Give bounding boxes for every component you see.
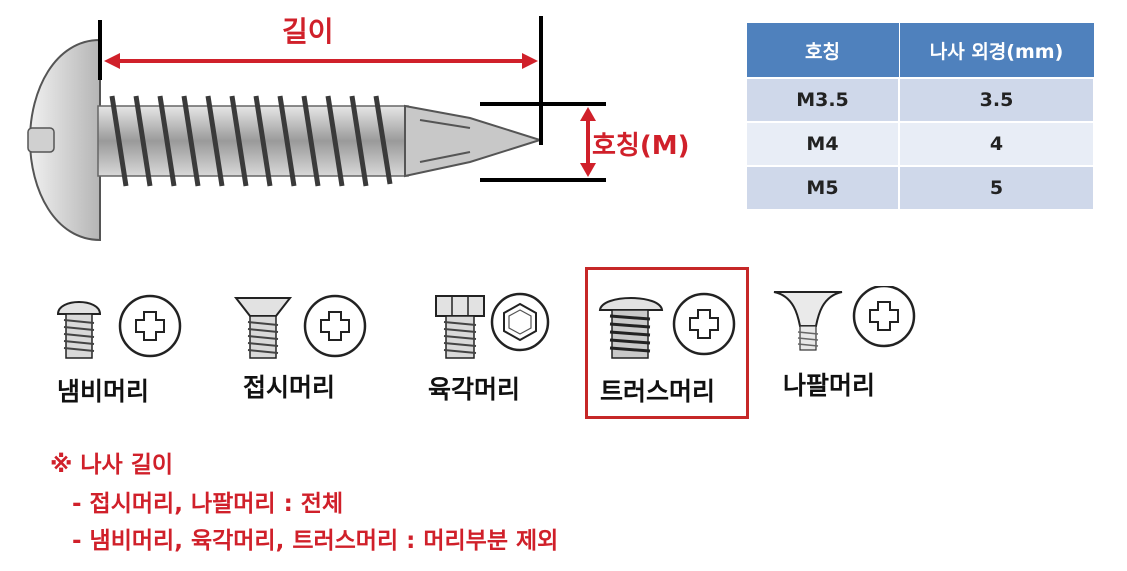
table-cell-diameter: 3.5: [898, 77, 1095, 123]
table-cell-diameter: 4: [898, 121, 1095, 167]
head-label-hex: 육각머리: [428, 375, 521, 404]
bugle-head-screw-icon: [773, 286, 916, 351]
notes-title: ※ 나사 길이: [50, 452, 174, 478]
spec-table: 호칭 나사 외경(mm) M3.5 3.5 M4 4 M5 5: [745, 22, 1095, 211]
table-row: M5 5: [745, 165, 1095, 211]
hex-head-screw-icon: [435, 292, 550, 359]
notes-line-2: - 냄비머리, 육각머리, 트러스머리 : 머리부분 제외: [72, 528, 559, 554]
notes-line-1: - 접시머리, 나팔머리 : 전체: [72, 491, 344, 517]
table-row: M3.5 3.5: [745, 77, 1095, 123]
table-cell-name: M4: [745, 121, 900, 167]
table-cell-name: M3.5: [745, 77, 900, 123]
screw-head: [27, 38, 101, 242]
table-cell-name: M5: [745, 165, 900, 211]
head-label-truss: 트러스머리: [600, 377, 716, 406]
screw-diagram: [27, 16, 606, 242]
head-label-bugle: 나팔머리: [783, 371, 876, 400]
table-header-name: 호칭: [745, 22, 900, 79]
head-label-flat: 접시머리: [243, 373, 336, 402]
diameter-dimension: [480, 102, 606, 182]
table-header-row: 호칭 나사 외경(mm): [745, 22, 1095, 79]
pitch-label: 호칭(M): [592, 131, 690, 161]
table-row: M4 4: [745, 121, 1095, 167]
truss-head-screw-icon: [598, 292, 736, 359]
screw-threads: [109, 95, 393, 187]
length-dimension: [98, 16, 543, 145]
pan-head-screw-icon: [56, 294, 182, 359]
length-label: 길이: [282, 15, 334, 48]
table-header-diameter: 나사 외경(mm): [898, 22, 1095, 79]
selected-head-highlight: [585, 267, 749, 419]
head-label-pan: 냄비머리: [57, 377, 150, 406]
flat-head-screw-icon: [233, 294, 367, 359]
table-cell-diameter: 5: [898, 165, 1095, 211]
